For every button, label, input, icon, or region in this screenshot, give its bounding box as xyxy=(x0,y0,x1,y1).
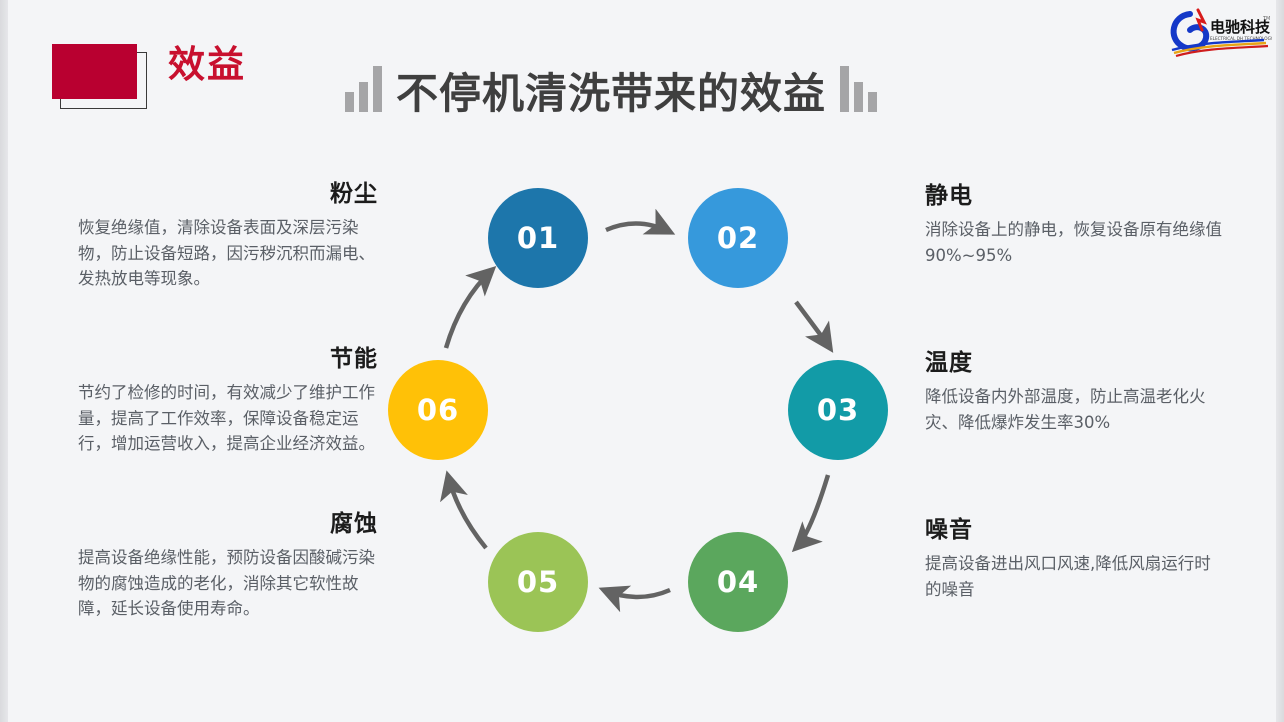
cycle-node-01[interactable]: 01 xyxy=(488,188,588,288)
svg-text:TM: TM xyxy=(1262,16,1270,22)
info-heading-dust: 粉尘 xyxy=(330,181,378,207)
info-body-energy: 节约了检修的时间，有效减少了维护工作量，提高了工作效率，保障设备稳定运行，增加运… xyxy=(78,383,375,454)
left-edge-strip xyxy=(0,0,8,722)
info-body-corrosion: 提高设备绝缘性能，预防设备因酸碱污染物的腐蚀造成的老化，消除其它软性故障，延长设… xyxy=(78,548,375,619)
info-body-static: 消除设备上的静电，恢复设备原有绝缘值90%~95% xyxy=(925,220,1222,265)
info-block-temperature: 温度 降低设备内外部温度，防止高温老化火灾、降低爆炸发生率30% xyxy=(925,350,1225,435)
info-block-energy: 节能 节约了检修的时间，有效减少了维护工作量，提高了工作效率，保障设备稳定运行，… xyxy=(78,346,378,457)
cycle-arrows xyxy=(440,208,834,613)
info-body-dust: 恢复绝缘值，清除设备表面及深层污染物，防止设备短路，因污秽沉积而漏电、发热放电等… xyxy=(78,218,375,289)
right-edge-strip xyxy=(1276,0,1284,722)
info-heading-temperature: 温度 xyxy=(925,350,973,376)
info-block-corrosion: 腐蚀 提高设备绝缘性能，预防设备因酸碱污染物的腐蚀造成的老化，消除其它软性故障，… xyxy=(78,511,378,622)
info-heading-noise: 噪音 xyxy=(925,517,973,543)
cycle-node-05[interactable]: 05 xyxy=(488,532,588,632)
descending-bar-chart-icon xyxy=(840,66,878,115)
info-heading-static: 静电 xyxy=(925,183,973,209)
page-title: 不停机清洗带来的效益 xyxy=(396,69,827,118)
info-body-noise: 提高设备进出风口风速,降低风扇运行时的噪音 xyxy=(925,554,1211,599)
title-group: 不停机清洗带来的效益 xyxy=(345,66,878,118)
info-body-temperature: 降低设备内外部温度，防止高温老化火灾、降低爆炸发生率30% xyxy=(925,387,1206,432)
info-heading-corrosion: 腐蚀 xyxy=(330,511,378,537)
cycle-node-03[interactable]: 03 xyxy=(788,360,888,460)
tag-red-box xyxy=(52,44,137,99)
section-tag-label: 效益 xyxy=(168,43,246,86)
info-block-noise: 噪音 提高设备进出风口风速,降低风扇运行时的噪音 xyxy=(925,517,1225,602)
svg-text:电驰科技: 电驰科技 xyxy=(1210,18,1271,36)
info-block-static: 静电 消除设备上的静电，恢复设备原有绝缘值90%~95% xyxy=(925,183,1225,268)
company-logo: 电驰科技 ELECTRICAL DH TECHNOLOGY TM xyxy=(1160,4,1274,58)
info-block-dust: 粉尘 恢复绝缘值，清除设备表面及深层污染物，防止设备短路，因污秽沉积而漏电、发热… xyxy=(78,181,378,292)
ascending-bar-chart-icon xyxy=(345,66,382,115)
cycle-diagram: 01 02 03 04 05 06 xyxy=(378,170,898,680)
cycle-node-02[interactable]: 02 xyxy=(688,188,788,288)
cycle-node-06[interactable]: 06 xyxy=(388,360,488,460)
cycle-node-04[interactable]: 04 xyxy=(688,532,788,632)
info-heading-energy: 节能 xyxy=(330,346,378,372)
svg-text:ELECTRICAL DH TECHNOLOGY: ELECTRICAL DH TECHNOLOGY xyxy=(1210,36,1272,41)
